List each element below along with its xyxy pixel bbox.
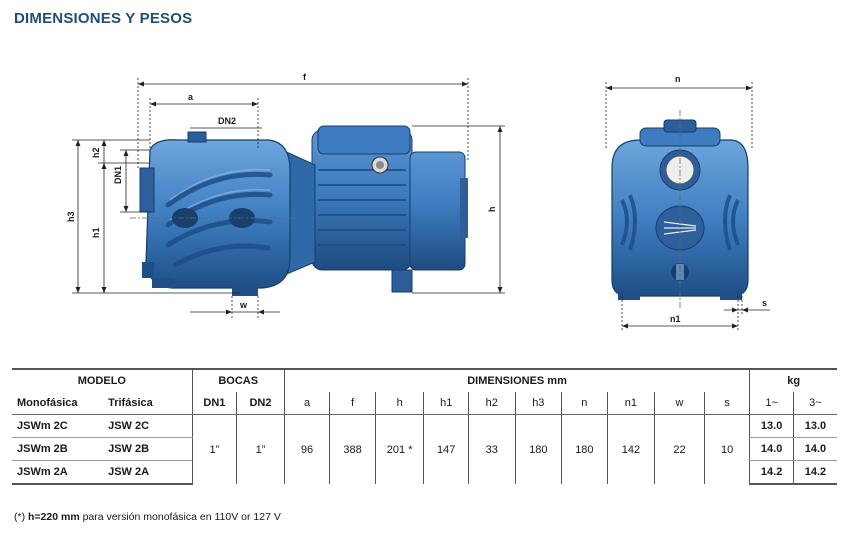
- footnote-prefix: (*): [14, 511, 28, 523]
- model-mono: JSWm 2B: [12, 437, 104, 461]
- cell-s: 10: [703, 414, 750, 484]
- table-group-header-row: MODELO BOCAS DIMENSIONES mm kg: [12, 368, 837, 392]
- dimensions-table: MODELO BOCAS DIMENSIONES mm kg Monofásic…: [12, 368, 837, 485]
- header-h3: h3: [514, 392, 562, 415]
- dim-label-a: a: [188, 92, 194, 102]
- dim-label-f: f: [303, 72, 307, 82]
- side-view-dimensions: [72, 78, 505, 318]
- cell-dn2: 1”: [236, 414, 285, 484]
- pump-technical-drawing: f a DN2 h h3 h1 h2 DN1 w: [66, 72, 770, 332]
- header-kg1: 1~: [749, 392, 794, 415]
- page-title: DIMENSIONES Y PESOS: [14, 10, 193, 27]
- model-tri: JSW 2C: [103, 414, 193, 438]
- cell-f: 388: [329, 414, 376, 484]
- dim-label-dn2: DN2: [218, 116, 236, 126]
- cell-w: 22: [654, 414, 705, 484]
- dim-label-h1: h1: [91, 227, 101, 238]
- front-view-arrowheads: [606, 85, 752, 329]
- header-kg: kg: [749, 368, 837, 392]
- header-monofasica: Monofásica: [12, 392, 104, 415]
- dim-label-dn1: DN1: [113, 166, 123, 184]
- weight-3ph: 13.0: [792, 414, 837, 438]
- header-bocas: BOCAS: [191, 368, 285, 392]
- header-modelo: MODELO: [12, 368, 193, 392]
- model-mono: JSWm 2C: [12, 414, 104, 438]
- header-h1: h1: [423, 392, 469, 415]
- weight-1ph: 14.0: [749, 437, 794, 461]
- dim-label-h2: h2: [91, 147, 101, 158]
- model-tri: JSW 2A: [103, 460, 193, 485]
- header-w: w: [654, 392, 705, 415]
- model-mono: JSWm 2A: [12, 460, 104, 485]
- header-n: n: [561, 392, 608, 415]
- cell-n: 180: [561, 414, 608, 484]
- table-row: JSWm 2B JSW 2B 14.0 14.0: [12, 437, 837, 461]
- header-n1: n1: [606, 392, 655, 415]
- cell-dn1: 1”: [191, 414, 237, 484]
- dim-label-w: w: [239, 300, 248, 310]
- side-view-arrowheads: [75, 81, 503, 315]
- header-trifasica: Trifásica: [103, 392, 193, 415]
- weight-3ph: 14.2: [792, 460, 837, 485]
- table-row: JSWm 2A JSW 2A 14.2 14.2: [12, 460, 837, 485]
- dim-label-n1: n1: [670, 314, 681, 324]
- header-h2: h2: [467, 392, 516, 415]
- footnote-bold: h=220 mm: [28, 511, 80, 523]
- header-kg3: 3~: [792, 392, 837, 415]
- table-row: JSWm 2C JSW 2C 1” 1” 96 388 201 * 147 33…: [12, 414, 837, 484]
- header-a: a: [283, 392, 330, 415]
- dim-label-n: n: [675, 74, 681, 84]
- weight-1ph: 13.0: [749, 414, 794, 438]
- cell-h2: 33: [467, 414, 516, 484]
- table-sub-header-row: Monofásica Trifásica DN1 DN2 a f h h1 h2…: [12, 392, 837, 415]
- footnote-text: para versión monofásica en 110V or 127 V: [79, 511, 281, 523]
- dim-label-h: h: [487, 207, 497, 213]
- side-view-pump: [139, 125, 468, 296]
- cell-h1: 147: [423, 414, 469, 484]
- header-dn2: DN2: [236, 392, 285, 415]
- cell-h3: 180: [514, 414, 562, 484]
- cell-h: 201 *: [374, 414, 424, 484]
- model-tri: JSW 2B: [103, 437, 193, 461]
- weight-1ph: 14.2: [749, 460, 794, 485]
- header-h: h: [374, 392, 424, 415]
- weight-3ph: 14.0: [792, 437, 837, 461]
- header-f: f: [329, 392, 376, 415]
- dim-label-s: s: [762, 298, 767, 308]
- footnote: (*) h=220 mm para versión monofásica en …: [14, 511, 281, 523]
- header-dn1: DN1: [191, 392, 237, 415]
- cell-n1: 142: [606, 414, 655, 484]
- dim-label-h3: h3: [66, 211, 76, 222]
- cell-a: 96: [283, 414, 330, 484]
- header-s: s: [703, 392, 750, 415]
- header-dimensiones: DIMENSIONES mm: [283, 368, 750, 392]
